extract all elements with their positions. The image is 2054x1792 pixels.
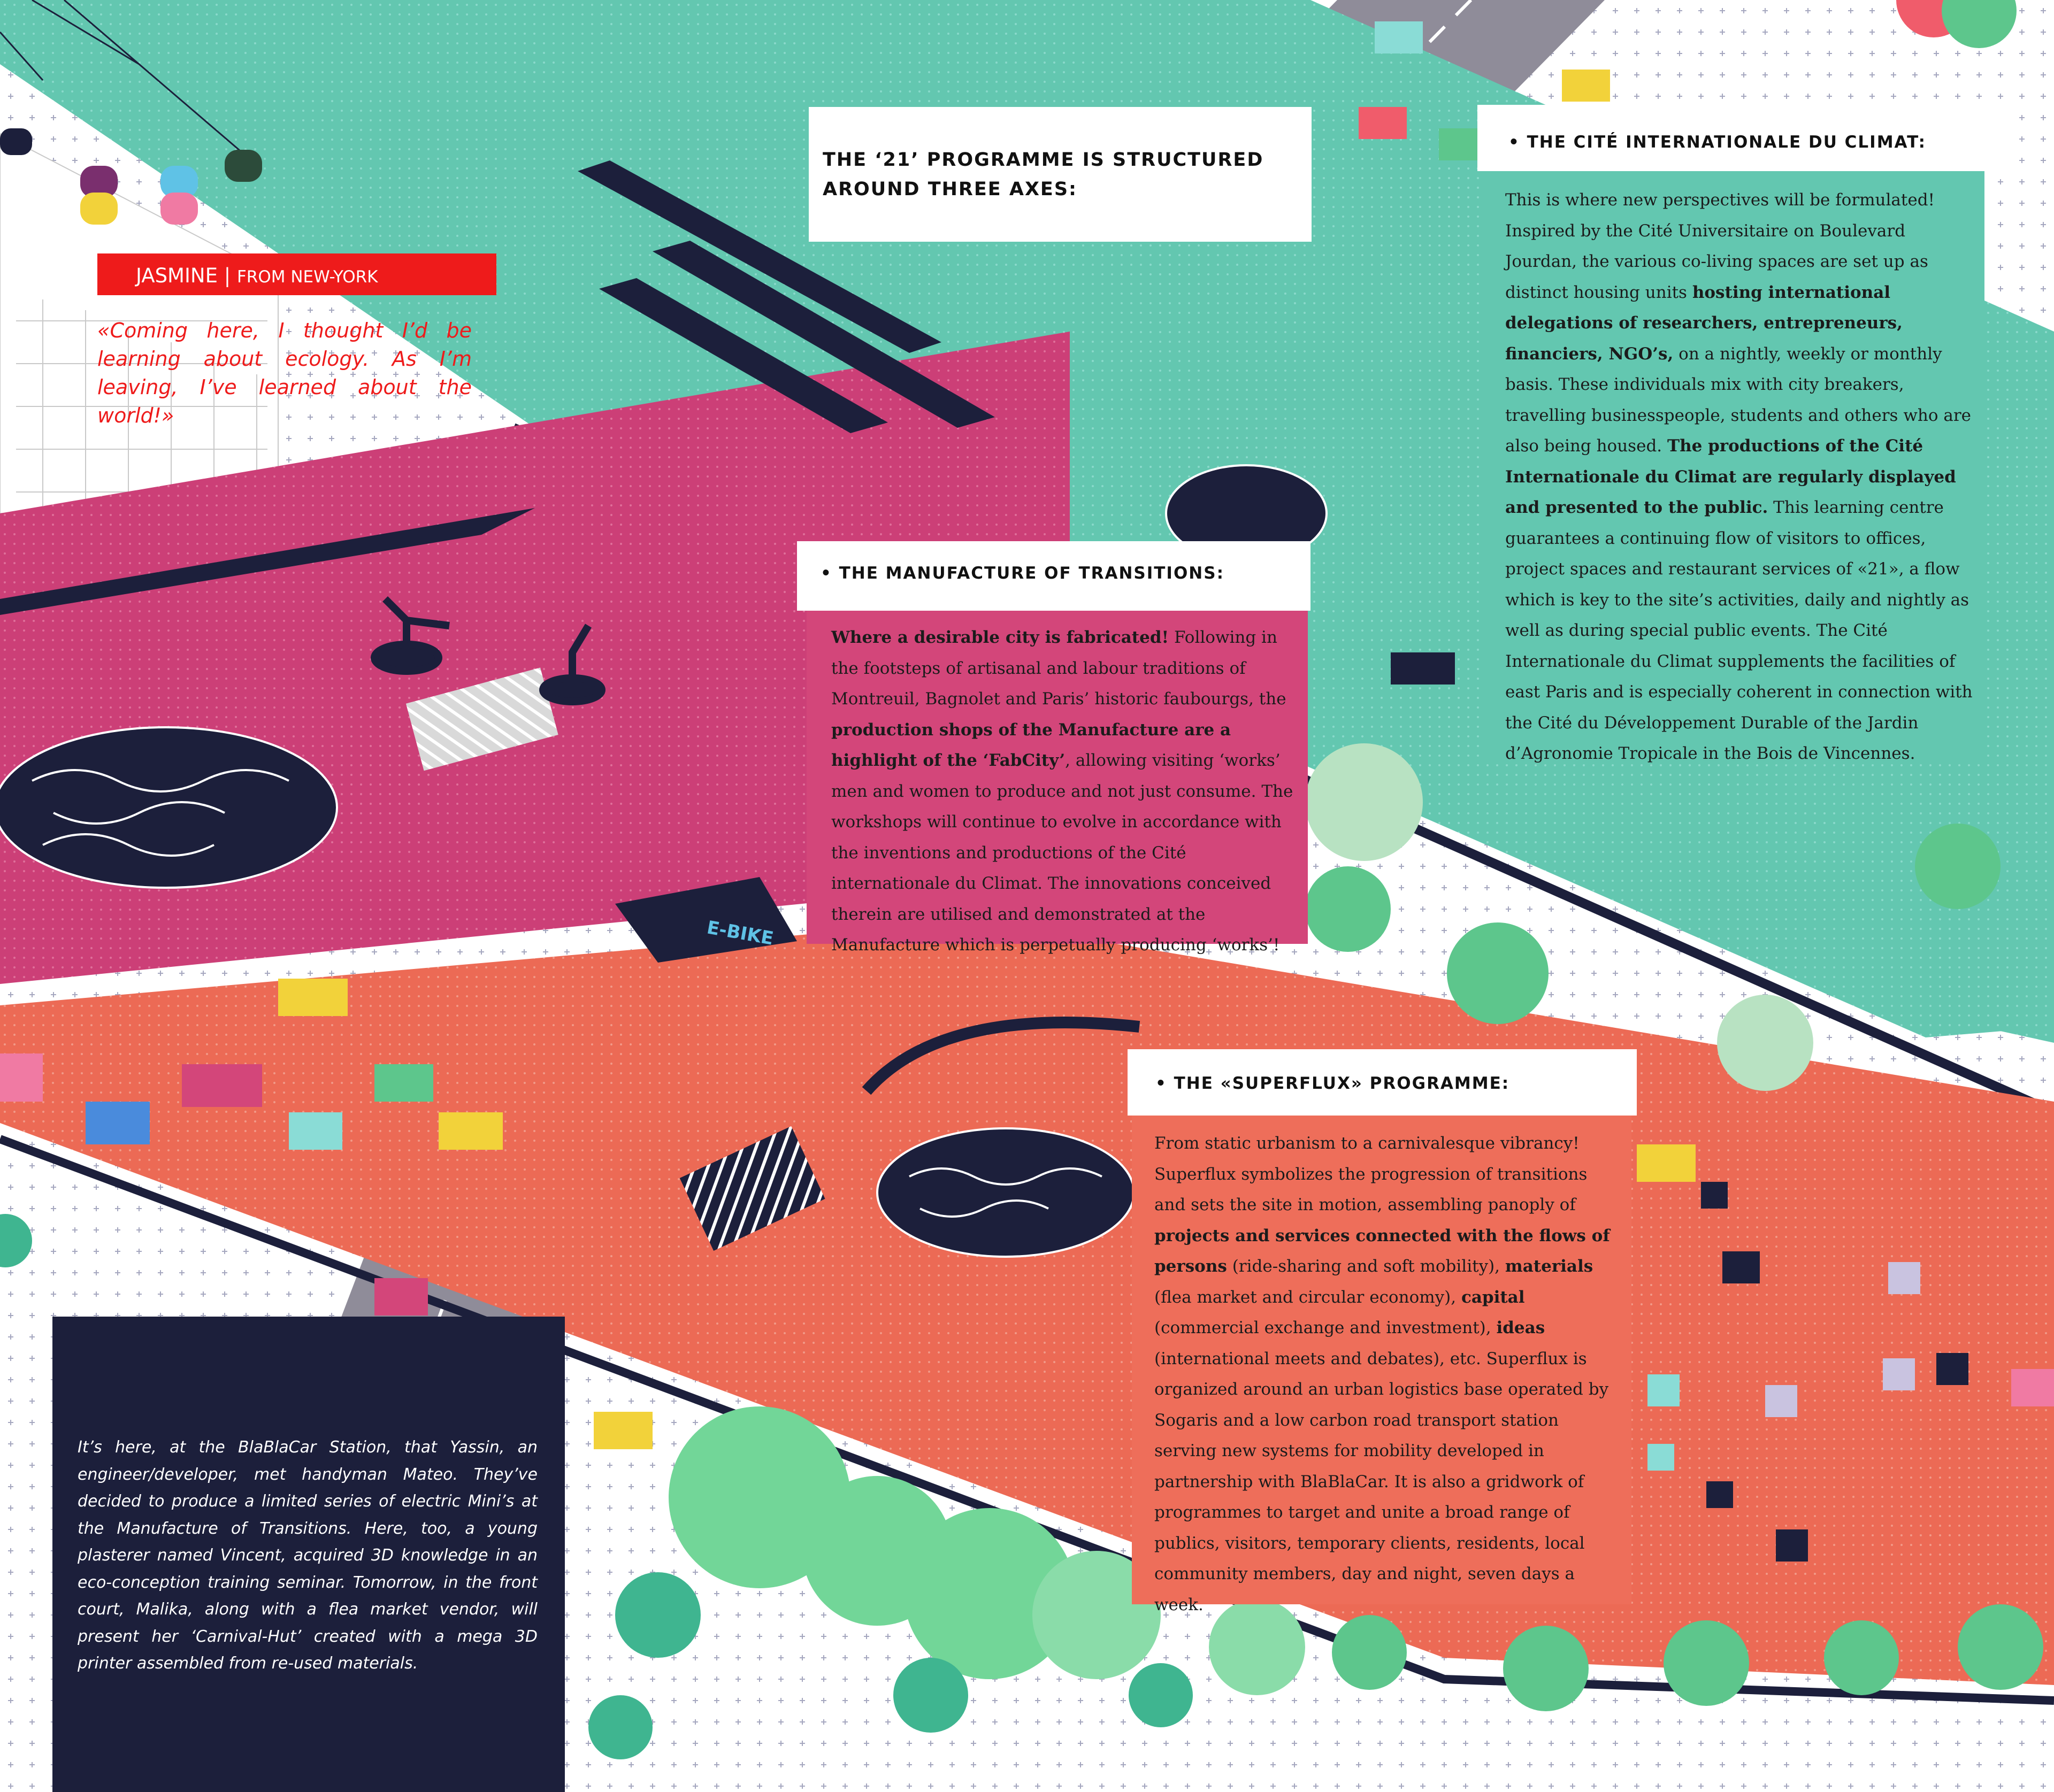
superflux-text-2: (ride-sharing and soft mobility), [1227,1257,1505,1276]
cite-text-1: This is where new perspectives will be f… [1505,190,1935,302]
superflux-title-box: • THE «SUPERFLUX» PROGRAMME: [1128,1049,1637,1116]
manufacture-text-2: , allowing visiting ‘works’ men and wome… [831,751,1293,955]
manufacture-text-1: Following in the footsteps of artisanal … [831,628,1286,709]
superflux-text-4: (commercial exchange and investment), [1154,1318,1497,1337]
superflux-bold-5: ideas [1496,1318,1545,1337]
story-panel [52,1317,565,1792]
intro-title-box: THE ‘21’ PROGRAMME IS STRUCTURED AROUND … [809,107,1312,242]
hatched-zone [405,667,558,771]
black-mat [679,1126,825,1251]
manufacture-bold-2: production shops of the Manufacture are … [831,720,1231,771]
balloons [1896,0,2017,48]
jasmine-origin: FROM NEW-YORK [236,267,378,287]
superflux-body: From static urbanism to a carnivalesque … [1132,1116,1631,1614]
ferris-wheel [0,0,262,225]
superflux-bold-3: materials [1505,1257,1593,1276]
jasmine-name: JASMINE [136,264,218,287]
manufacture-bold-1: Where a desirable city is fabricated! [831,628,1169,647]
superflux-text-3: (flea market and circular economy), [1154,1287,1461,1307]
cite-title: • THE CITÉ INTERNATIONALE DU CLIMAT: [1508,133,1926,152]
cite-title-box: • THE CITÉ INTERNATIONALE DU CLIMAT: [1477,105,2008,171]
intro-line-2: AROUND THREE AXES: [823,179,1078,200]
kiosks [1391,652,1968,1562]
superflux-title: • THE «SUPERFLUX» PROGRAMME: [1155,1074,1510,1093]
cite-bold-2: hosting international delegations of res… [1505,282,1903,364]
story-text: It’s here, at the BlaBlaCar Station, tha… [78,1438,538,1673]
jasmine-quote: «Coming here, I thought I’d be learning … [97,319,472,427]
jasmine-separator: | [217,264,237,287]
ebike-station: E-BIKE [615,877,797,963]
robot-arms [371,596,606,705]
manufacture-body: Where a desirable city is fabricated! Fo… [807,611,1308,955]
jasmine-name-tag: JASMINE | FROM NEW-YORK [97,253,496,295]
cite-text-2: on a nightly, weekly or monthly basis. T… [1505,344,1971,456]
topographic-blob [0,464,1328,1258]
superflux-bold-4: capital [1461,1287,1525,1307]
manufacture-title: • THE MANUFACTURE OF TRANSITIONS: [821,564,1224,583]
superflux-text-1: From static urbanism to a carnivalesque … [1154,1134,1588,1214]
superflux-text-5: (international meets and debates), etc. … [1154,1349,1609,1614]
cite-text-3: This learning centre guarantees a contin… [1505,498,1973,763]
cite-bold-3: The productions of the Cité Internationa… [1505,436,1956,517]
solar-panel-stripes [578,160,995,433]
cite-body: This is where new perspectives will be f… [1482,171,1984,763]
intro-line-1: THE ‘21’ PROGRAMME IS STRUCTURED [823,149,1264,171]
curved-path [862,1017,1140,1095]
manufacture-title-box: • THE MANUFACTURE OF TRANSITIONS: [797,541,1310,611]
superflux-bold-2: projects and services connected with the… [1154,1226,1610,1276]
